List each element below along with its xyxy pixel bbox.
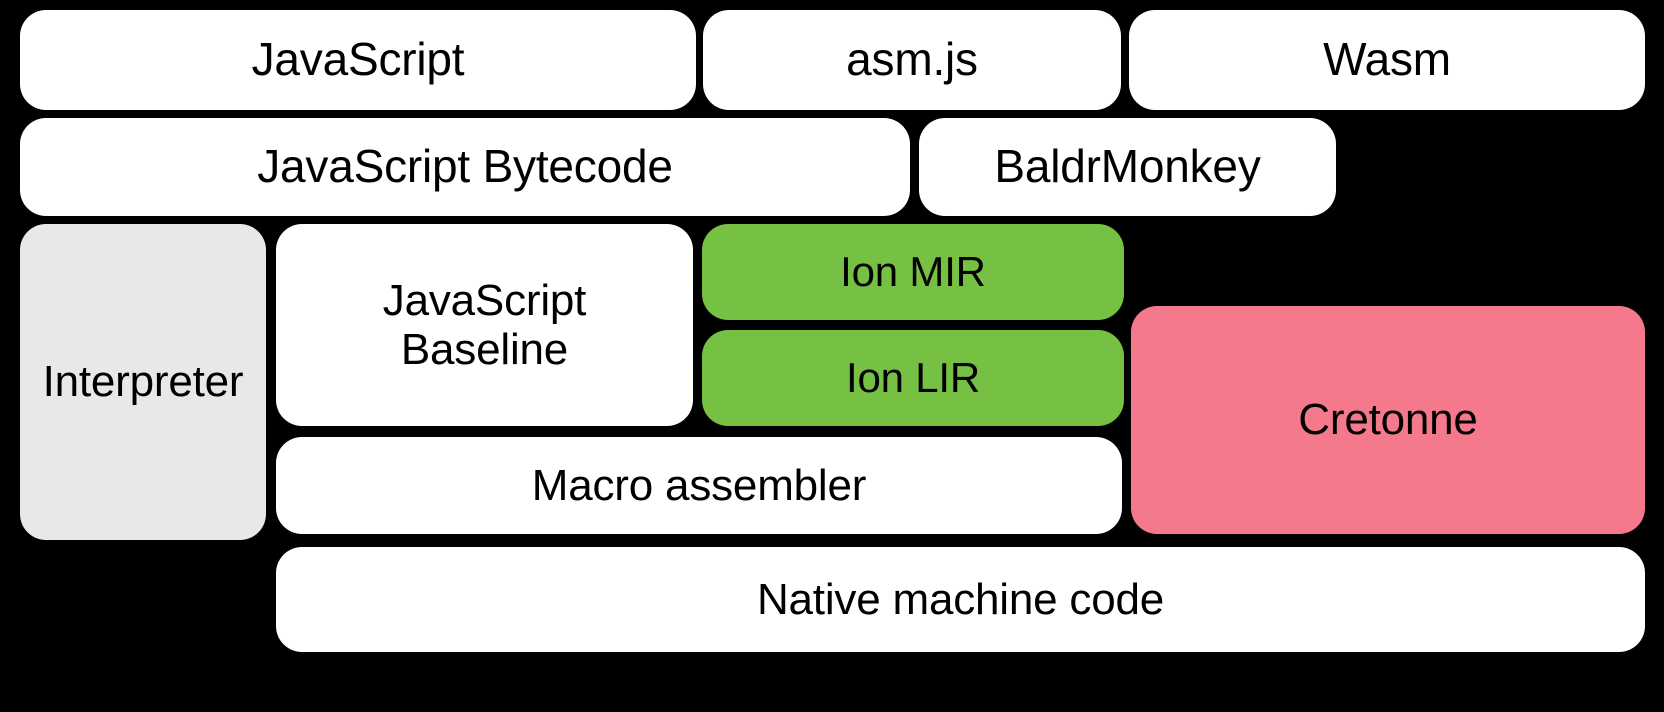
node-javascript-label: JavaScript <box>251 33 465 86</box>
node-baldrmonkey[interactable]: BaldrMonkey <box>919 118 1336 216</box>
node-wasm-label: Wasm <box>1323 33 1451 86</box>
node-macro-assembler-label: Macro assembler <box>531 460 867 510</box>
node-cretonne-label: Cretonne <box>1298 395 1478 445</box>
node-baldrmonkey-label: BaldrMonkey <box>994 140 1261 193</box>
node-native-machine-code[interactable]: Native machine code <box>276 547 1645 652</box>
node-ion-lir-label: Ion LIR <box>845 354 980 402</box>
node-native-machine-code-label: Native machine code <box>756 574 1165 624</box>
node-javascript-bytecode-label: JavaScript Bytecode <box>257 140 673 193</box>
node-interpreter[interactable]: Interpreter <box>20 224 266 540</box>
node-ion-lir[interactable]: Ion LIR <box>702 330 1124 426</box>
node-ion-mir-label: Ion MIR <box>840 248 986 296</box>
node-asm-js-label: asm.js <box>846 33 978 86</box>
node-asm-js[interactable]: asm.js <box>703 10 1121 110</box>
node-macro-assembler[interactable]: Macro assembler <box>276 437 1122 534</box>
node-cretonne[interactable]: Cretonne <box>1131 306 1645 534</box>
node-ion-mir[interactable]: Ion MIR <box>702 224 1124 320</box>
node-javascript[interactable]: JavaScript <box>20 10 696 110</box>
node-interpreter-label: Interpreter <box>42 357 244 407</box>
node-javascript-baseline-label: JavaScript Baseline <box>382 275 587 374</box>
node-javascript-baseline[interactable]: JavaScript Baseline <box>276 224 693 426</box>
node-javascript-bytecode[interactable]: JavaScript Bytecode <box>20 118 910 216</box>
node-wasm[interactable]: Wasm <box>1129 10 1645 110</box>
